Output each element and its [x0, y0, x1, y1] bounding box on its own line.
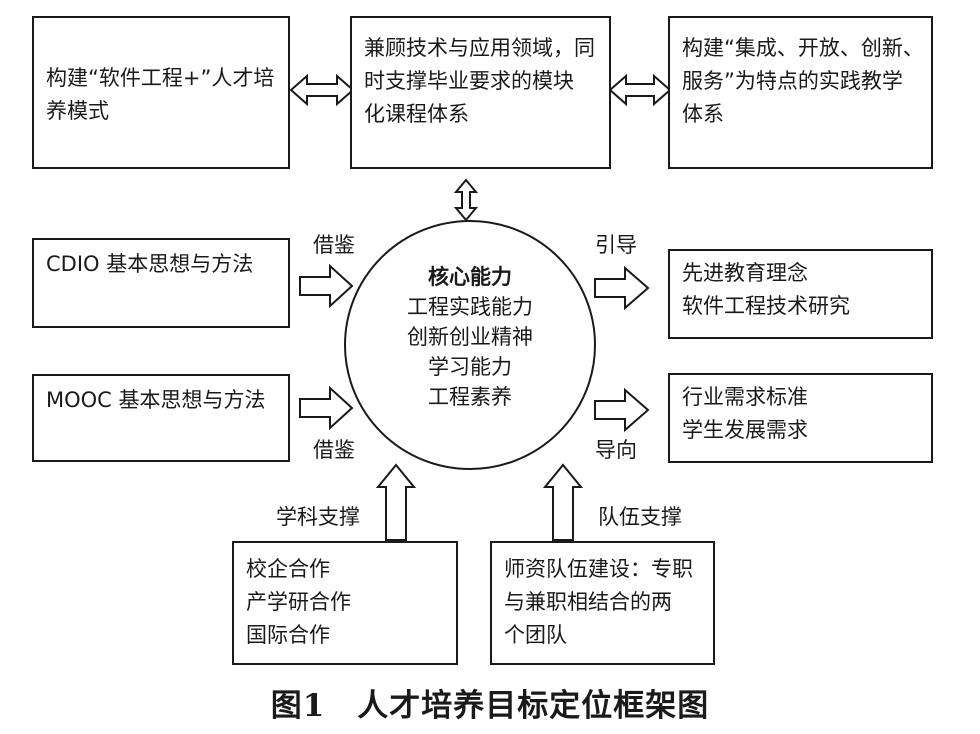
arrow-school-up — [375, 463, 417, 541]
label-yindao: 引导 — [595, 233, 637, 257]
double-arrow-right — [608, 73, 672, 107]
arrow-center-to-industry — [594, 387, 650, 433]
box-practice-system: 构建“集成、开放、创新、 服务”为特点的实践教学 体系 — [668, 16, 933, 169]
box-text-line: 行业需求标准 — [682, 385, 808, 409]
box-text-line: 构建“集成、开放、创新、 — [682, 36, 924, 60]
label-duiwu: 队伍支撑 — [598, 505, 682, 529]
box-text-line: 时支撑毕业要求的模块 — [364, 69, 574, 93]
figure-caption: 图1 人才培养目标定位框架图 — [270, 688, 710, 724]
box-text-line: CDIO 基本思想与方法 — [46, 252, 254, 276]
box-text-line: 服务”为特点的实践教学 — [682, 69, 903, 93]
core-ability-item: 学习能力 — [428, 355, 512, 379]
box-text-line: 化课程体系 — [364, 102, 469, 126]
core-ability-text: 核心能力 工程实践能力 创新创业精神 学习能力 工程素养 — [355, 262, 585, 412]
box-text-line: 先进教育理念 — [682, 261, 808, 285]
box-text-line: 养模式 — [46, 99, 109, 123]
box-text-line: 软件工程技术研究 — [682, 294, 850, 318]
box-text-line: MOOC 基本思想与方法 — [46, 388, 266, 412]
box-text-line: 国际合作 — [246, 623, 330, 647]
box-talent-model: 构建“软件工程+”人才培 养模式 — [32, 16, 290, 169]
label-jiejian-bottom: 借鉴 — [313, 438, 355, 462]
box-text-line: 构建“软件工程+”人才培 — [46, 66, 275, 90]
core-ability-title: 核心能力 — [428, 265, 512, 289]
box-industry-needs: 行业需求标准 学生发展需求 — [668, 373, 933, 463]
box-text-line: 体系 — [682, 102, 724, 126]
box-text-line: 师资队伍建设：专职 — [504, 557, 693, 581]
core-ability-item: 创新创业精神 — [407, 325, 533, 349]
core-ability-item: 工程素养 — [428, 385, 512, 409]
double-arrow-vertical — [453, 178, 479, 222]
label-jiejian-top: 借鉴 — [313, 233, 355, 257]
label-daoxiang: 导向 — [595, 438, 637, 462]
box-course-system: 兼顾技术与应用领域，同 时支撑毕业要求的模块 化课程体系 — [350, 16, 611, 169]
box-advanced-ideas: 先进教育理念 软件工程技术研究 — [668, 249, 933, 339]
double-arrow-left — [289, 73, 355, 107]
box-mooc: MOOC 基本思想与方法 — [32, 374, 290, 462]
box-text-line: 校企合作 — [246, 557, 330, 581]
box-text-line: 个团队 — [504, 623, 567, 647]
arrow-center-to-advanced — [594, 265, 650, 311]
box-text-line: 兼顾技术与应用领域，同 — [364, 36, 595, 60]
label-xueke: 学科支撑 — [276, 505, 360, 529]
core-circle — [344, 220, 596, 470]
box-text-line: 与兼职相结合的两 — [504, 590, 672, 614]
box-cdio: CDIO 基本思想与方法 — [32, 238, 290, 328]
box-teacher-team: 师资队伍建设：专职 与兼职相结合的两 个团队 — [490, 541, 715, 665]
core-ability-item: 工程实践能力 — [407, 295, 533, 319]
box-text-line: 学生发展需求 — [682, 418, 808, 442]
box-cooperation: 校企合作 产学研合作 国际合作 — [232, 541, 458, 665]
box-text-line: 产学研合作 — [246, 590, 351, 614]
arrow-mooc-to-center — [299, 385, 354, 431]
arrow-teachers-up — [542, 463, 584, 541]
arrow-cdio-to-center — [299, 263, 354, 309]
